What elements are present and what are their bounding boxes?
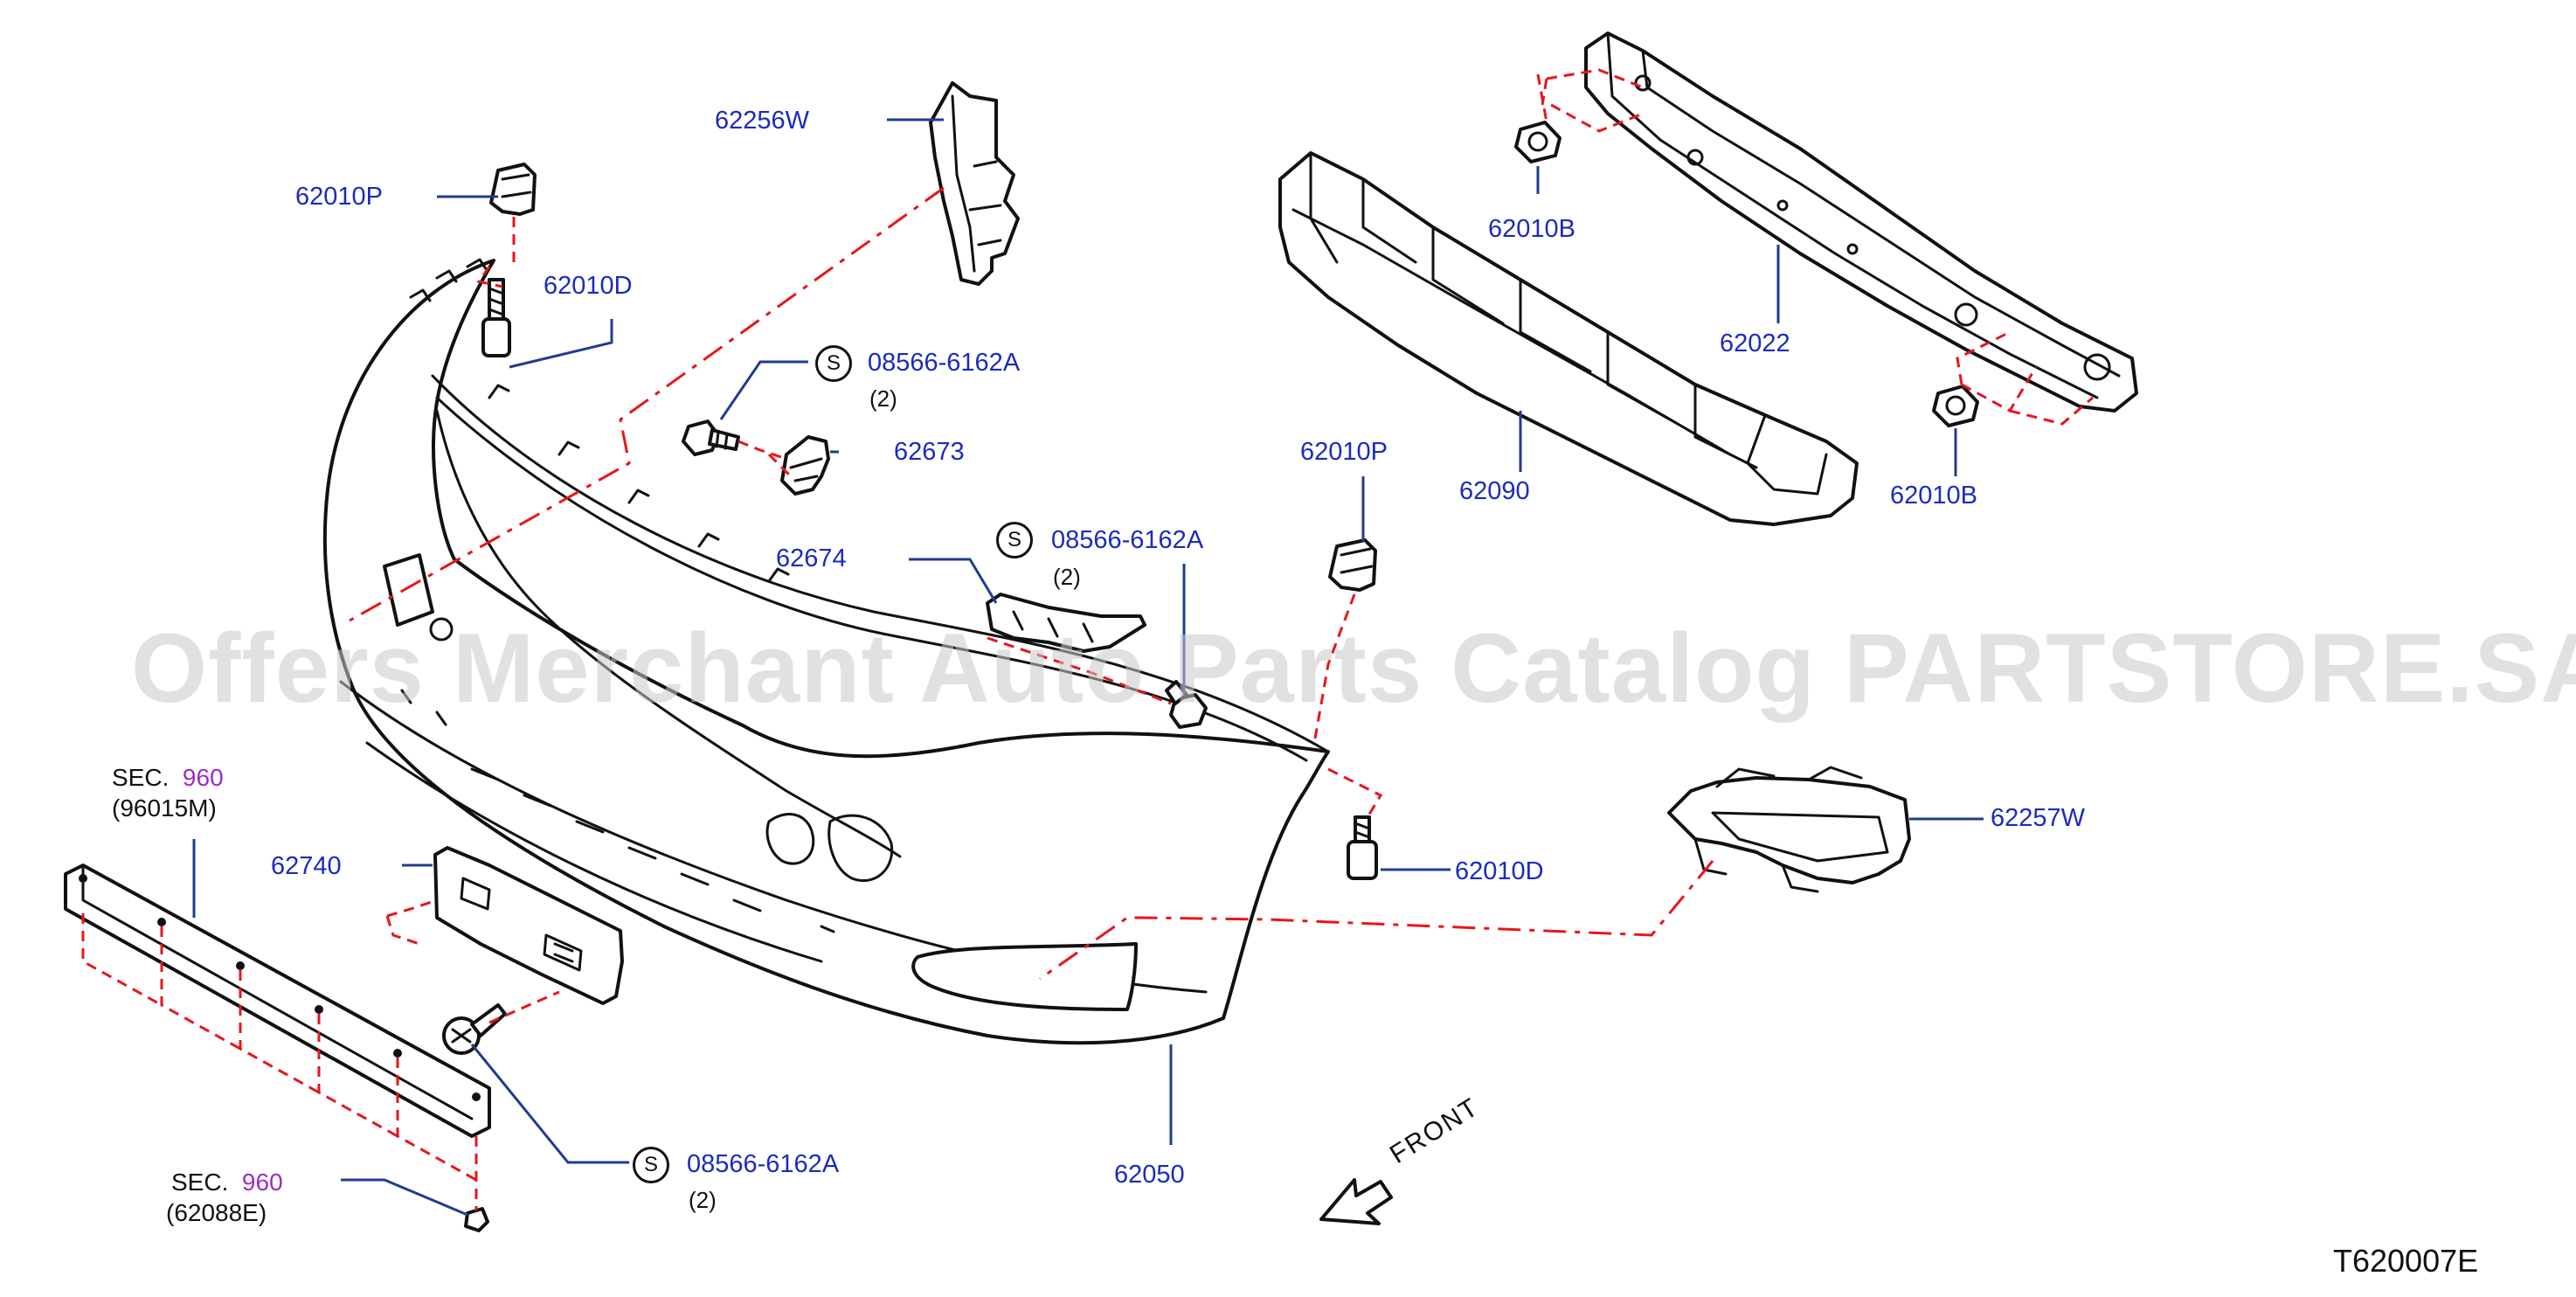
callout-62673[interactable]: 62673 bbox=[894, 438, 965, 466]
callout-62010p-mid[interactable]: 62010P bbox=[1300, 438, 1388, 466]
quantity-08566-top: (2) bbox=[869, 385, 897, 412]
section-ref-62088e[interactable]: SEC. 960 (62088E) bbox=[166, 1167, 283, 1228]
nut-62010b-right[interactable] bbox=[1932, 385, 1979, 427]
callout-08566-low[interactable]: 08566-6162A bbox=[687, 1150, 840, 1178]
screw-62010d-mid[interactable] bbox=[1347, 815, 1378, 880]
section-ref-96015m[interactable]: SEC. 960 (96015M) bbox=[112, 762, 224, 823]
bracket-62673[interactable] bbox=[780, 435, 830, 496]
section-number: 960 bbox=[182, 764, 224, 791]
standard-part-symbol: S bbox=[815, 345, 852, 382]
standard-part-symbol: S bbox=[996, 522, 1033, 558]
standard-part-symbol: S bbox=[633, 1147, 669, 1183]
callout-62010d-mid[interactable]: 62010D bbox=[1455, 857, 1544, 885]
screw-62010d-top[interactable] bbox=[481, 278, 511, 357]
watermark-text: Offers Merchant Auto Parts Catalog PARTS… bbox=[131, 614, 2576, 723]
bracket-62256w[interactable] bbox=[929, 81, 1020, 286]
section-part-ref: (62088E) bbox=[166, 1199, 267, 1226]
front-arrow bbox=[1319, 1178, 1393, 1225]
quantity-08566-low: (2) bbox=[689, 1187, 717, 1213]
bracket-62674[interactable] bbox=[986, 593, 1146, 653]
callout-62010b-top[interactable]: 62010B bbox=[1488, 215, 1575, 243]
callout-62740[interactable]: 62740 bbox=[271, 852, 342, 880]
callout-62090[interactable]: 62090 bbox=[1459, 477, 1530, 505]
callout-62674[interactable]: 62674 bbox=[776, 544, 847, 572]
callout-62050[interactable]: 62050 bbox=[1114, 1161, 1185, 1189]
assembly-lines bbox=[81, 68, 2094, 1210]
bolt-08566-top[interactable] bbox=[682, 420, 740, 456]
callout-62257w[interactable]: 62257W bbox=[1991, 804, 2086, 832]
callout-62010p-top[interactable]: 62010P bbox=[295, 183, 383, 211]
license-bracket-62740[interactable] bbox=[433, 846, 624, 1005]
clip-62088e[interactable] bbox=[464, 1207, 489, 1232]
leader-lines bbox=[192, 118, 1984, 1217]
bumper-fascia-62050[interactable] bbox=[322, 258, 1330, 1045]
callout-62256w[interactable]: 62256W bbox=[715, 107, 810, 135]
section-prefix: SEC. bbox=[112, 764, 170, 791]
callout-08566-top[interactable]: 08566-6162A bbox=[868, 349, 1021, 377]
section-number: 960 bbox=[241, 1169, 283, 1196]
section-part-ref: (96015M) bbox=[112, 794, 217, 822]
clip-62010p-mid[interactable] bbox=[1328, 538, 1377, 592]
callout-62010b-right[interactable]: 62010B bbox=[1890, 482, 1977, 510]
clip-62010p-top[interactable] bbox=[489, 163, 537, 216]
callout-62010d-top[interactable]: 62010D bbox=[544, 272, 633, 300]
nut-62010b-top[interactable] bbox=[1514, 121, 1562, 163]
reinforcement-62022[interactable] bbox=[1584, 31, 2138, 413]
callout-62022[interactable]: 62022 bbox=[1720, 329, 1790, 357]
quantity-08566-mid: (2) bbox=[1053, 564, 1081, 590]
bolt-08566-mid[interactable] bbox=[1165, 680, 1208, 729]
diagram-code: T620007E bbox=[2333, 1243, 2479, 1279]
bolt-08566-low[interactable] bbox=[442, 1003, 507, 1055]
callout-08566-mid[interactable]: 08566-6162A bbox=[1051, 526, 1204, 554]
section-prefix: SEC. bbox=[171, 1169, 229, 1196]
fog-bezel-62257w[interactable] bbox=[1667, 766, 1911, 893]
undercover-strip-96015m[interactable] bbox=[64, 864, 491, 1138]
energy-absorber-62090[interactable] bbox=[1278, 151, 1859, 526]
